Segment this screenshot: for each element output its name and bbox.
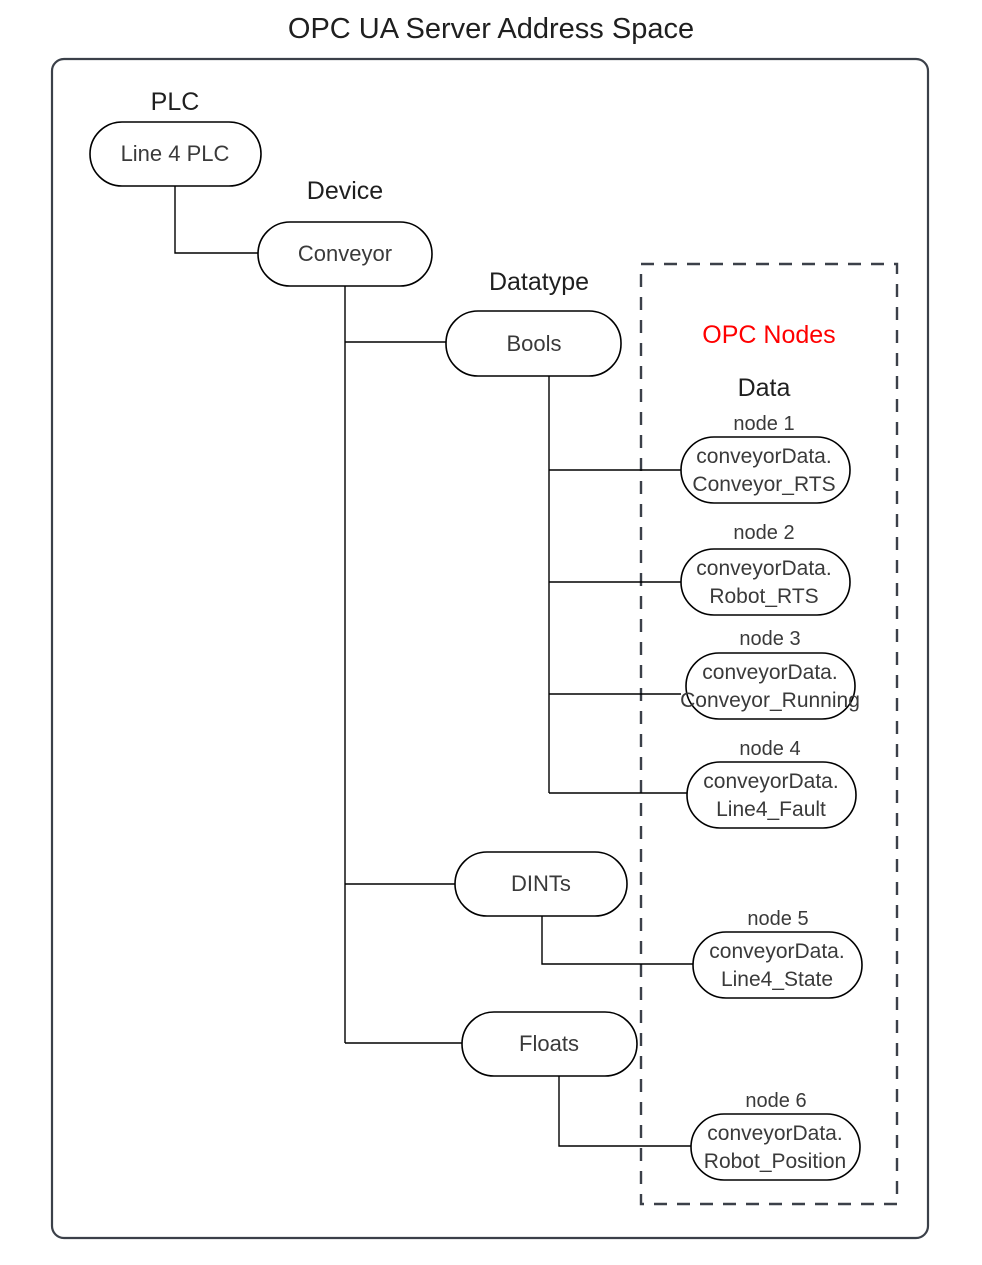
opc-node-3-line1: conveyorData. <box>702 661 837 684</box>
server-boundary-frame <box>50 57 930 1240</box>
opc-node-5-caption: node 5 <box>747 908 808 930</box>
node-line4-plc-label: Line 4 PLC <box>121 141 230 166</box>
node-line4-plc[interactable]: Line 4 PLC <box>89 121 262 187</box>
node-dints-label: DINTs <box>511 871 571 896</box>
opc-node-3-line2: Conveyor_Running <box>680 689 860 712</box>
group-label-data: Data <box>738 374 791 402</box>
node-bools-shape <box>445 310 622 377</box>
opc-node-4-line1: conveyorData. <box>703 770 838 793</box>
node-bools-label: Bools <box>506 331 561 356</box>
opc-node-2-line1: conveyorData. <box>696 557 831 580</box>
opc-nodes-dashed-frame <box>639 262 899 1206</box>
opc-node-1[interactable]: conveyorData. Conveyor_RTS <box>680 436 851 504</box>
opc-node-5-line2: Line4_State <box>721 968 833 991</box>
group-label-device: Device <box>307 177 383 205</box>
opc-node-2-caption: node 2 <box>733 522 794 544</box>
opc-node-5[interactable]: conveyorData. Line4_State <box>692 931 863 999</box>
opc-node-1-caption: node 1 <box>733 413 794 435</box>
connector-plc-to-conveyor <box>174 186 258 254</box>
node-conveyor-shape <box>257 221 433 287</box>
node-conveyor-label: Conveyor <box>298 241 392 266</box>
opc-node-5-line1: conveyorData. <box>709 940 844 963</box>
node-conveyor[interactable]: Conveyor <box>257 221 433 287</box>
opc-node-6-caption: node 6 <box>745 1090 806 1112</box>
opc-node-6[interactable]: conveyorData. Robot_Position <box>690 1113 861 1181</box>
node-floats-label: Floats <box>519 1031 579 1056</box>
opc-node-2-shape <box>680 548 851 616</box>
node-dints-shape <box>454 851 628 917</box>
group-label-plc: PLC <box>151 88 200 116</box>
opc-node-4-shape <box>686 761 857 829</box>
opc-node-5-shape <box>692 931 863 999</box>
node-floats[interactable]: Floats <box>461 1011 638 1077</box>
connector-floats-to-node6 <box>558 1076 691 1147</box>
opc-node-6-line1: conveyorData. <box>707 1122 842 1145</box>
opc-node-6-shape <box>690 1113 861 1181</box>
group-label-datatype: Datatype <box>489 268 589 296</box>
group-label-opc-nodes: OPC Nodes <box>702 321 835 349</box>
node-dints[interactable]: DINTs <box>454 851 628 917</box>
opc-node-3-shape <box>685 652 856 720</box>
opc-node-2[interactable]: conveyorData. Robot_RTS <box>680 548 851 616</box>
connector-dints-to-node5 <box>541 916 693 965</box>
opc-node-3-caption: node 3 <box>739 628 800 650</box>
opc-node-4-caption: node 4 <box>739 738 800 760</box>
opc-node-4[interactable]: conveyorData. Line4_Fault <box>686 761 857 829</box>
opc-node-4-line2: Line4_Fault <box>716 798 826 821</box>
page-title: OPC UA Server Address Space <box>288 13 694 45</box>
opc-node-3[interactable]: conveyorData. Conveyor_Running <box>680 652 860 720</box>
opc-node-1-line1: conveyorData. <box>696 445 831 468</box>
opc-node-6-line2: Robot_Position <box>704 1150 846 1173</box>
node-bools[interactable]: Bools <box>445 310 622 377</box>
node-floats-shape <box>461 1011 638 1077</box>
opc-node-1-shape <box>680 436 851 504</box>
opc-node-2-line2: Robot_RTS <box>709 585 818 608</box>
opc-node-1-line2: Conveyor_RTS <box>692 473 835 496</box>
node-line4-plc-shape <box>89 121 262 187</box>
